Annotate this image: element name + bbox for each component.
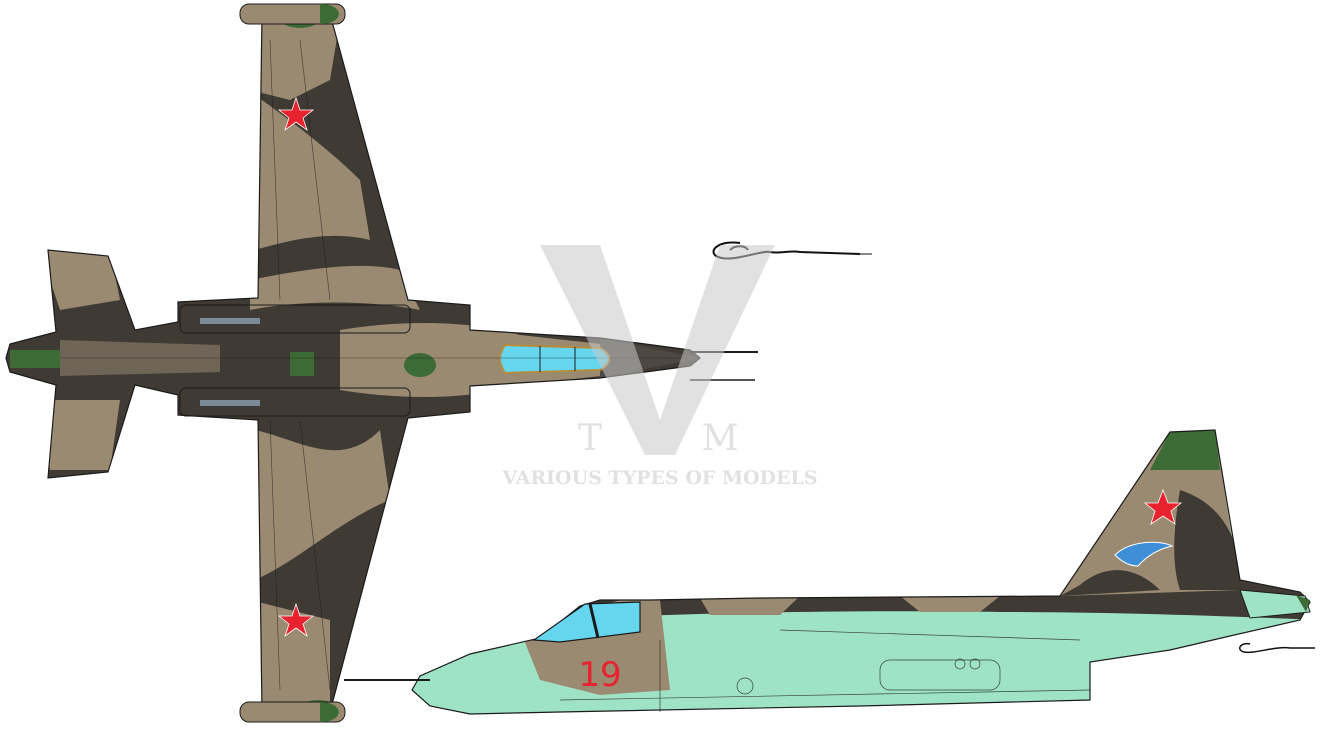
artist-signature-small xyxy=(1239,642,1315,654)
tail-fin-tip xyxy=(1150,430,1220,470)
watermark-v-mark xyxy=(540,245,775,455)
top-camo-green xyxy=(290,352,314,376)
top-camo-patch xyxy=(250,265,420,310)
top-camo-patch xyxy=(40,250,120,310)
side-camo-patch xyxy=(700,596,800,615)
canopy-side xyxy=(532,601,641,643)
top-camo-patch xyxy=(255,95,370,250)
top-camo-patch xyxy=(250,600,330,712)
wingtip-pod-bottom xyxy=(239,701,346,723)
watermark-letter: M xyxy=(702,418,739,459)
top-camo-green xyxy=(10,350,60,368)
red-star-insignia xyxy=(1143,488,1183,525)
side-number: 19 xyxy=(578,655,621,695)
red-star-insignia xyxy=(277,96,315,132)
top-camo-patch xyxy=(240,20,340,100)
engine-nacelle-bottom xyxy=(179,387,411,417)
side-camo-patch xyxy=(900,596,1000,612)
engine-nacelle-top xyxy=(179,304,411,334)
top-camo-patch xyxy=(340,323,610,397)
side-view: 19 xyxy=(344,429,1311,715)
watermark-logo: T M VARIOUS TYPES OF MODELS V xyxy=(501,245,818,489)
tail-emblem xyxy=(1114,541,1174,567)
watermark-letter: T xyxy=(578,418,602,459)
wingtip-pod-top xyxy=(239,3,346,25)
top-camo-green xyxy=(404,353,436,377)
red-star-insignia xyxy=(277,602,315,638)
top-camo-patch xyxy=(40,400,120,470)
watermark-tagline: VARIOUS TYPES OF MODELS xyxy=(501,467,817,489)
top-camo-patch xyxy=(255,430,390,580)
